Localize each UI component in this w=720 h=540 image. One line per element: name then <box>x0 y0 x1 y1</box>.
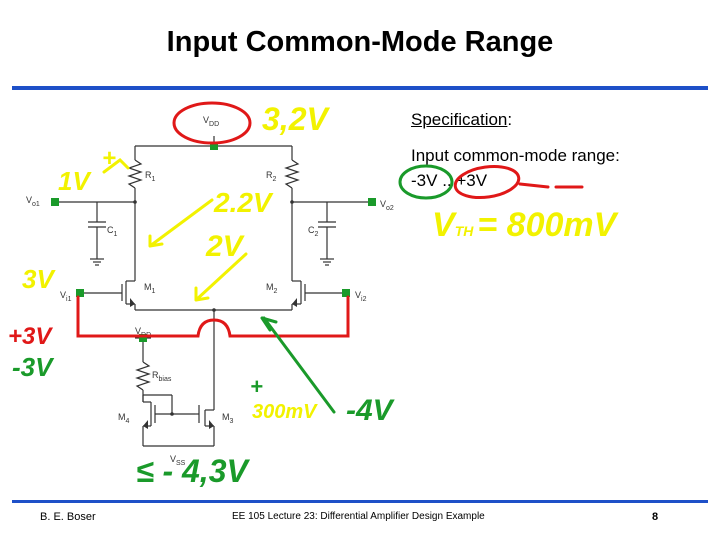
m2-label: M2 <box>266 282 278 295</box>
annot-cm-low: -3V <box>12 352 55 382</box>
page-number: 8 <box>652 511 659 523</box>
vdd-label: VDD <box>203 115 219 128</box>
spec-range-label: Input common-mode range: <box>411 146 620 165</box>
spec-heading-text: Specification <box>411 110 508 129</box>
r1-label: R1 <box>145 170 156 183</box>
annot-cm-high: +3V <box>8 323 53 350</box>
m4-label: M4 <box>118 412 130 425</box>
spec-heading: Specification: <box>411 110 512 130</box>
annot-r1-drop: 1V <box>58 166 92 196</box>
vo1-label: Vo1 <box>26 195 40 208</box>
annot-vth: VTH= 800mV <box>432 206 620 244</box>
spec-heading-colon: : <box>507 110 513 129</box>
rbias-label: Rbias <box>152 370 172 383</box>
annot-node-2v: 2V <box>205 230 246 263</box>
c2-label: C2 <box>308 225 319 238</box>
footer-rule <box>12 500 708 503</box>
title-rule <box>12 86 708 90</box>
annot-node-222: 2.2V <box>213 187 274 218</box>
annot-r1-sign: + <box>102 145 116 172</box>
annot-vss-value: ≤ - 4,3V <box>136 453 250 489</box>
slide-title: Input Common-Mode Range <box>166 26 554 58</box>
c1-label: C1 <box>107 225 118 238</box>
annot-vdd-value: 3,2V <box>262 101 330 137</box>
annot-vi1-value: 3V <box>22 264 56 294</box>
footer-course: EE 105 Lecture 23: Differential Amplifie… <box>232 511 485 522</box>
footer-author: B. E. Boser <box>40 511 96 523</box>
annot-vds-value: 300mV <box>252 401 318 423</box>
m1-label: M1 <box>144 282 156 295</box>
spec-range-low: -3V <box>411 171 438 190</box>
annot-tail-node: -4V <box>346 394 396 427</box>
spec-range-sep: .. <box>437 171 457 190</box>
annot-vds-sign: + <box>250 374 263 399</box>
vo2-label: Vo2 <box>380 199 394 212</box>
m3-label: M3 <box>222 412 234 425</box>
r2-label: R2 <box>266 170 277 183</box>
vi2-label: Vi2 <box>355 290 367 303</box>
vss-label: VSS <box>170 454 186 467</box>
vi1-label: Vi1 <box>60 290 72 303</box>
